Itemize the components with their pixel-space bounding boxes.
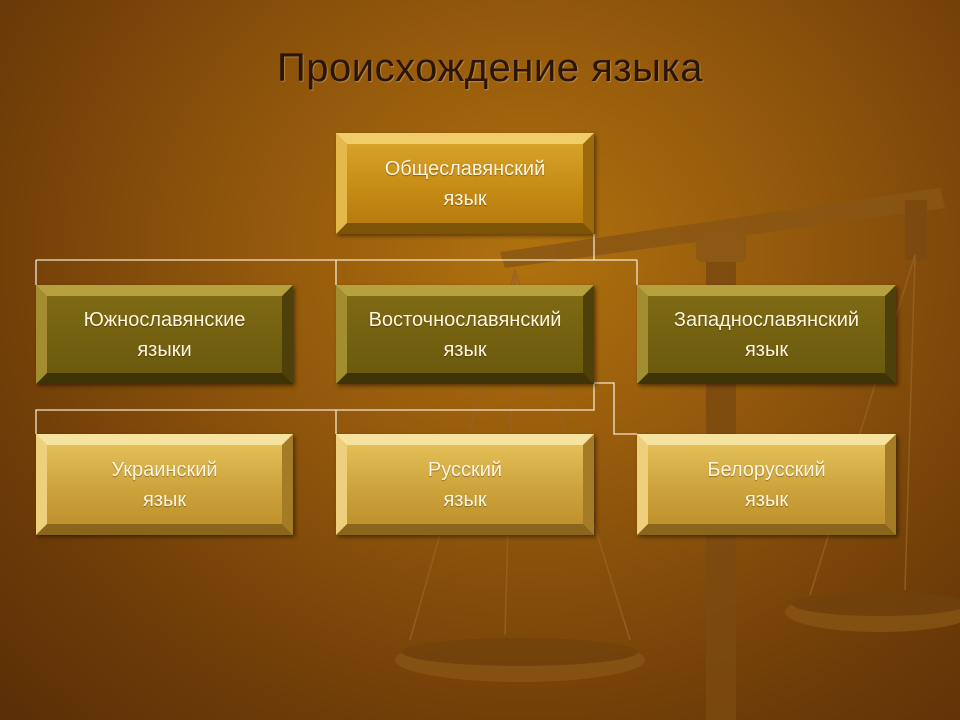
node-west-slavic-label: Западнославянский язык (673, 308, 860, 361)
connector-root-to-middle (35, 234, 638, 285)
node-belarusian: Белорусский язык (637, 434, 896, 535)
node-ukrainian-label: Украинский язык (111, 458, 218, 511)
node-east-slavic-label: Восточнославянский язык (368, 308, 562, 361)
node-south-slavic: Южнославянские языки (36, 285, 293, 384)
node-west-slavic: Западнославянский язык (637, 285, 896, 384)
node-belarusian-label: Белорусский язык (707, 458, 826, 511)
node-east-slavic: Восточнославянский язык (336, 285, 594, 384)
connector-east-to-south (35, 383, 595, 434)
page-title: Происхождение языка (277, 46, 703, 90)
node-south-slavic-label: Южнославянские языки (83, 308, 246, 361)
connector-east-to-belarusian (594, 382, 637, 435)
node-ukrainian: Украинский язык (36, 434, 293, 535)
node-russian: Русский язык (336, 434, 594, 535)
node-common-slavic: Общеславянский язык (336, 133, 594, 234)
node-russian-label: Русский язык (427, 458, 503, 511)
node-common-slavic-label: Общеславянский язык (384, 157, 546, 210)
